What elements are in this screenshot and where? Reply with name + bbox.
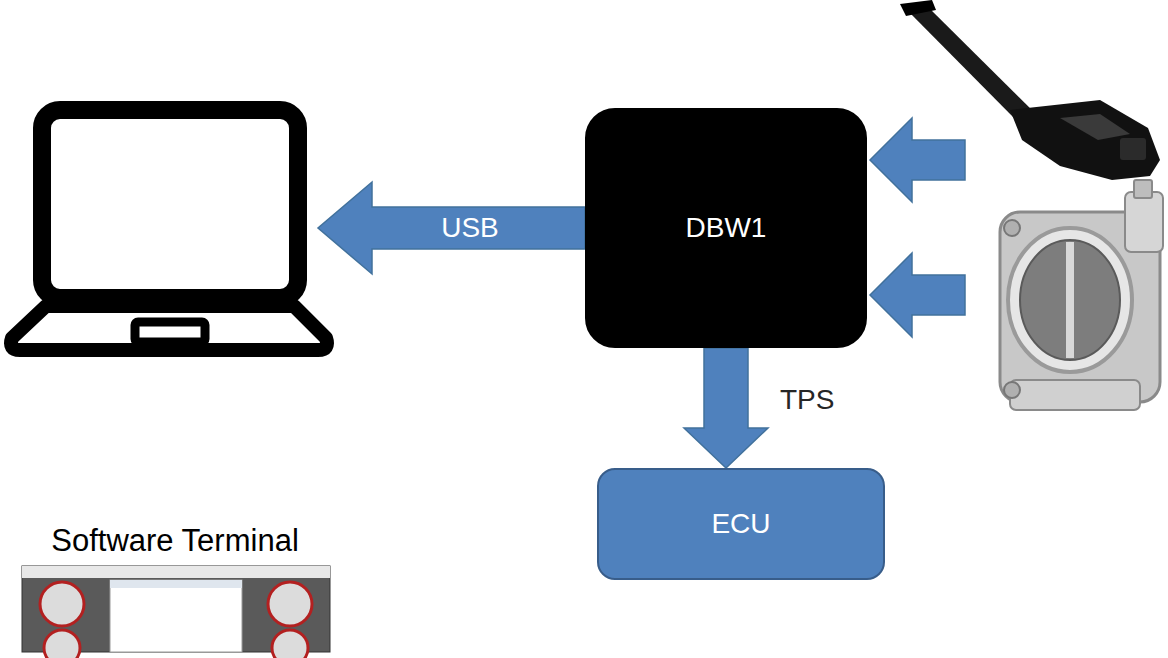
node-text: ECU <box>711 508 770 540</box>
node-text: DBW1 <box>686 212 767 244</box>
signal-label: USB <box>441 212 499 244</box>
ecu-box: ECU <box>597 468 885 580</box>
caption-label: Software Terminal <box>51 523 299 559</box>
laptop-touchpad <box>135 322 205 342</box>
software-screenshot <box>22 566 330 658</box>
accelerator-pedal <box>900 0 1160 180</box>
laptop-icon <box>11 110 327 350</box>
input-arrow <box>870 253 965 337</box>
laptop-screen <box>42 110 298 298</box>
laptop-base <box>11 306 327 350</box>
usb-arrow <box>318 182 585 274</box>
throttle-body <box>1000 180 1163 410</box>
input-arrow <box>870 118 965 202</box>
signal-label: TPS <box>780 384 834 416</box>
signal-arrow <box>684 348 768 468</box>
controller-box: DBW1 <box>585 108 867 348</box>
